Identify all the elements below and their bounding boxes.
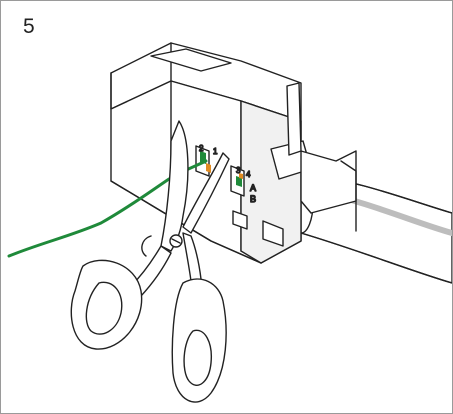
slot-label-4: 4 [246,170,251,179]
slot-label-a: A [250,183,256,193]
step-number: 5 [23,15,35,38]
slot-label-b: B [250,194,256,204]
slot-label-1: 1 [213,147,218,156]
slot-label-3: 3 [236,166,241,175]
slot-label-2: 2 [199,144,204,153]
scissors-icon [70,120,230,403]
